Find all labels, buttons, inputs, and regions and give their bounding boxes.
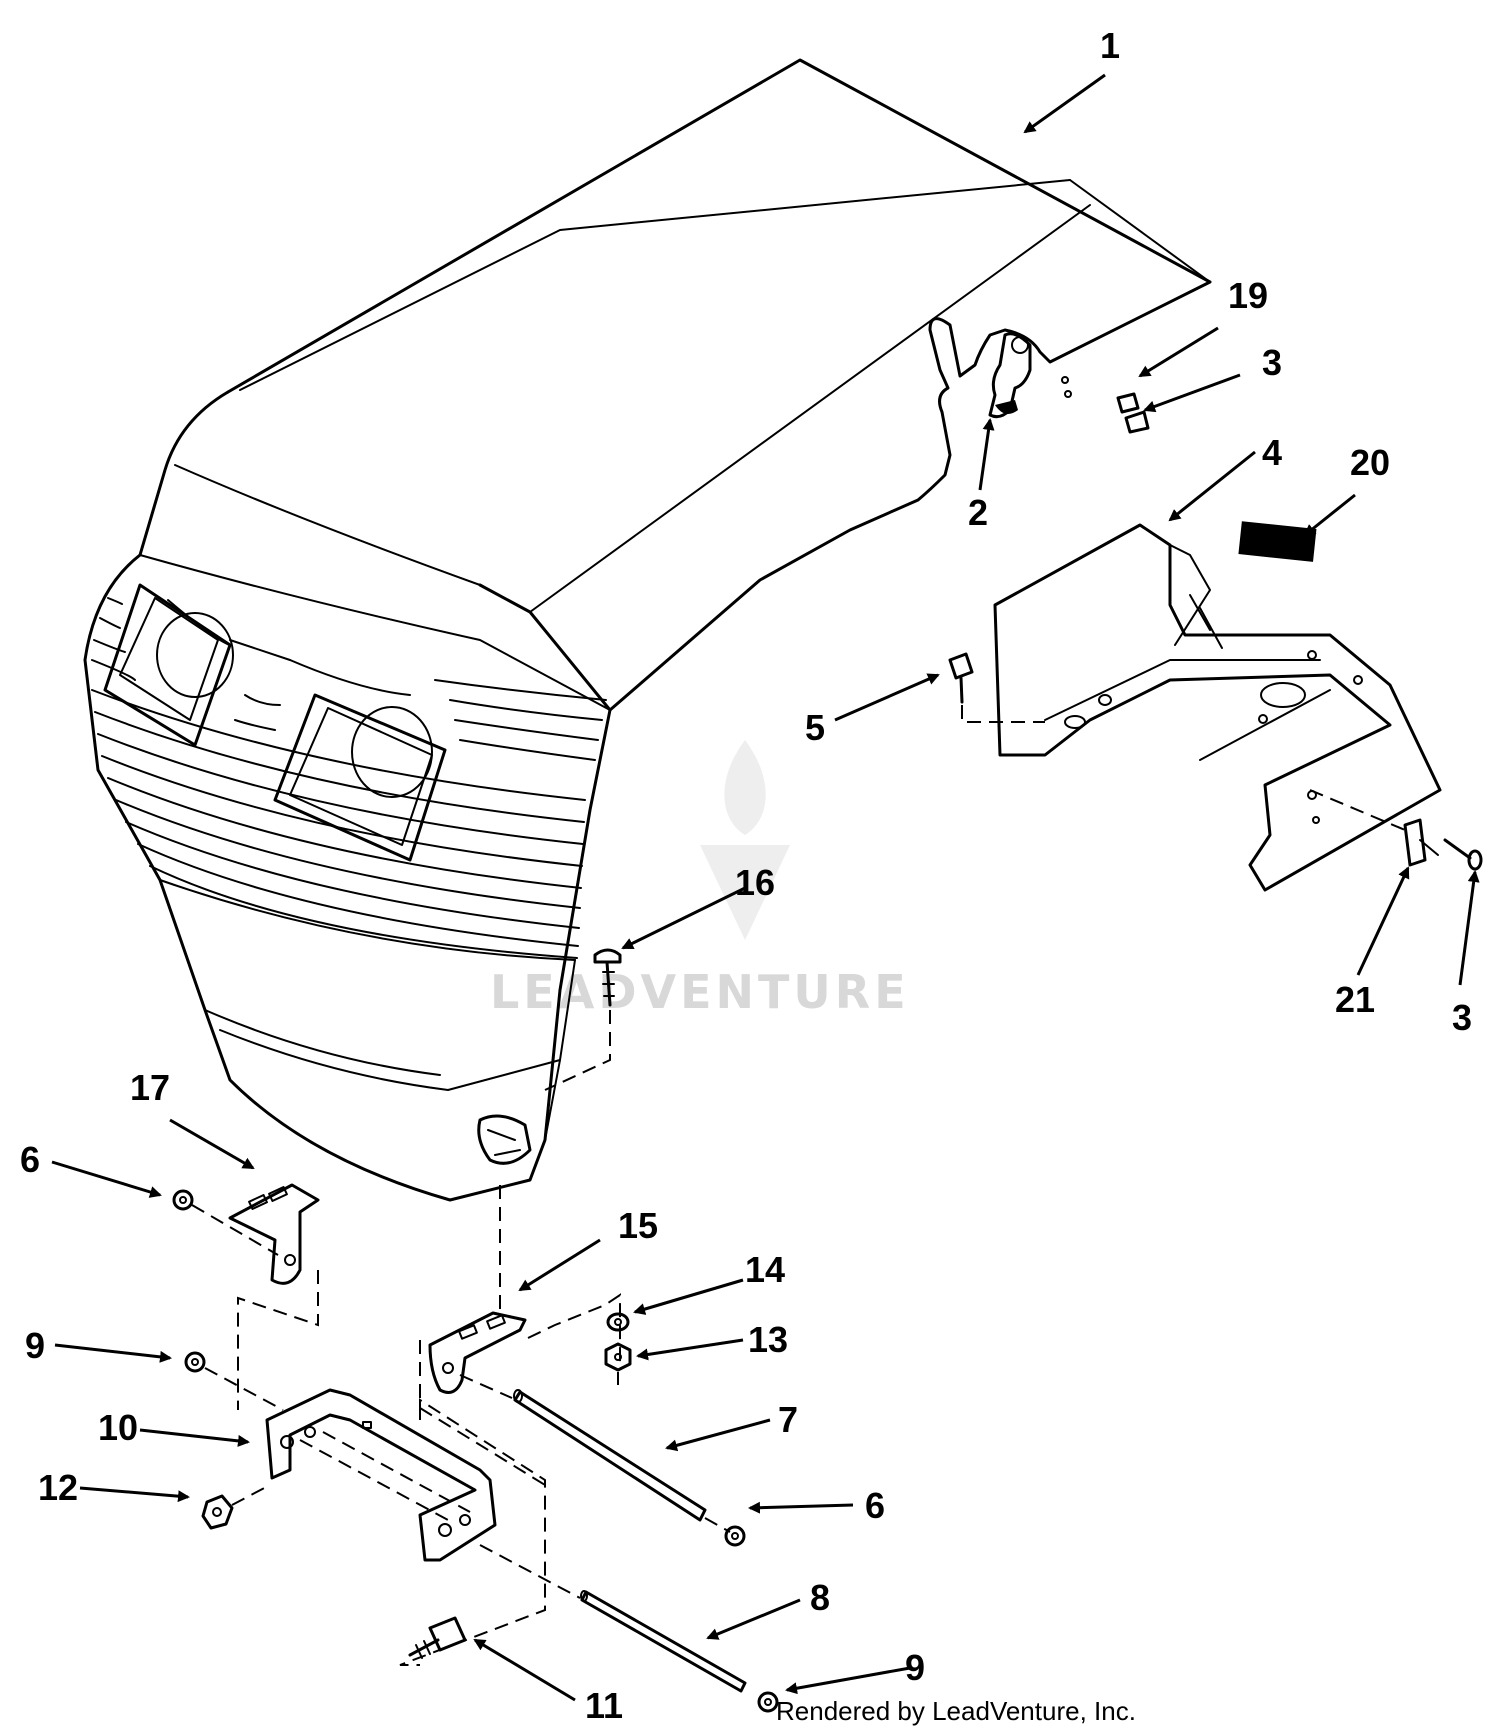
clip-21 <box>1403 818 1439 867</box>
callout-16: 16 <box>735 862 775 903</box>
nut-12 <box>201 1494 234 1530</box>
pin-3-hinge <box>1443 838 1483 871</box>
bracket-17 <box>228 1183 320 1285</box>
right-headlight <box>273 693 447 862</box>
washer-9-right <box>757 1691 779 1713</box>
nut-13 <box>604 1342 632 1372</box>
latch-fasteners <box>1061 376 1150 434</box>
callout-10: 10 <box>98 1407 138 1448</box>
watermark-text: LEADVENTURE <box>490 965 910 1019</box>
render-credit: Rendered by LeadVenture, Inc. <box>776 1696 1136 1726</box>
callout-6-left: 6 <box>20 1139 40 1180</box>
callout-14: 14 <box>745 1249 785 1290</box>
screw-11 <box>408 1616 467 1659</box>
carriage-bolt-16 <box>593 948 622 1007</box>
decal <box>1238 521 1317 562</box>
callout-7: 7 <box>778 1399 798 1440</box>
callout-5: 5 <box>805 707 825 748</box>
callout-labels: 1 2 3 3 4 5 6 6 7 8 9 9 10 11 12 13 14 1… <box>20 25 1472 1726</box>
callout-11: 11 <box>585 1685 623 1726</box>
rod-8 <box>580 1590 747 1693</box>
callout-6-right: 6 <box>865 1485 885 1526</box>
nut-6-left <box>172 1189 194 1211</box>
callout-15: 15 <box>618 1205 658 1246</box>
callout-17: 17 <box>130 1067 170 1108</box>
washer-9-left <box>184 1351 206 1373</box>
nut-6-right <box>724 1525 746 1547</box>
bracket-10 <box>265 1388 497 1562</box>
watermark-logo <box>700 740 790 940</box>
callout-20: 20 <box>1350 442 1390 483</box>
bolt-5 <box>948 652 974 704</box>
hinge-bracket <box>993 523 1442 892</box>
hood <box>83 58 1212 1202</box>
callout-12: 12 <box>38 1467 78 1508</box>
left-headlight <box>103 583 234 747</box>
callout-21: 21 <box>1335 979 1375 1020</box>
callout-3-latch: 3 <box>1262 342 1282 383</box>
bracket-15 <box>428 1311 527 1394</box>
grille-slats <box>91 597 607 959</box>
callout-1: 1 <box>1100 25 1120 66</box>
callout-3-hinge: 3 <box>1452 997 1472 1038</box>
washer-14 <box>606 1312 630 1332</box>
rod-7 <box>513 1389 707 1522</box>
callout-19: 19 <box>1228 275 1268 316</box>
callout-9-right: 9 <box>905 1647 925 1688</box>
hood-latch <box>988 332 1032 419</box>
callout-leaders <box>51 73 1480 1702</box>
callout-4: 4 <box>1262 432 1282 473</box>
callout-2: 2 <box>968 492 988 533</box>
callout-8: 8 <box>810 1577 830 1618</box>
callout-9-left: 9 <box>25 1325 45 1366</box>
callout-13: 13 <box>748 1319 788 1360</box>
hood-latch-bracket <box>477 1114 532 1165</box>
